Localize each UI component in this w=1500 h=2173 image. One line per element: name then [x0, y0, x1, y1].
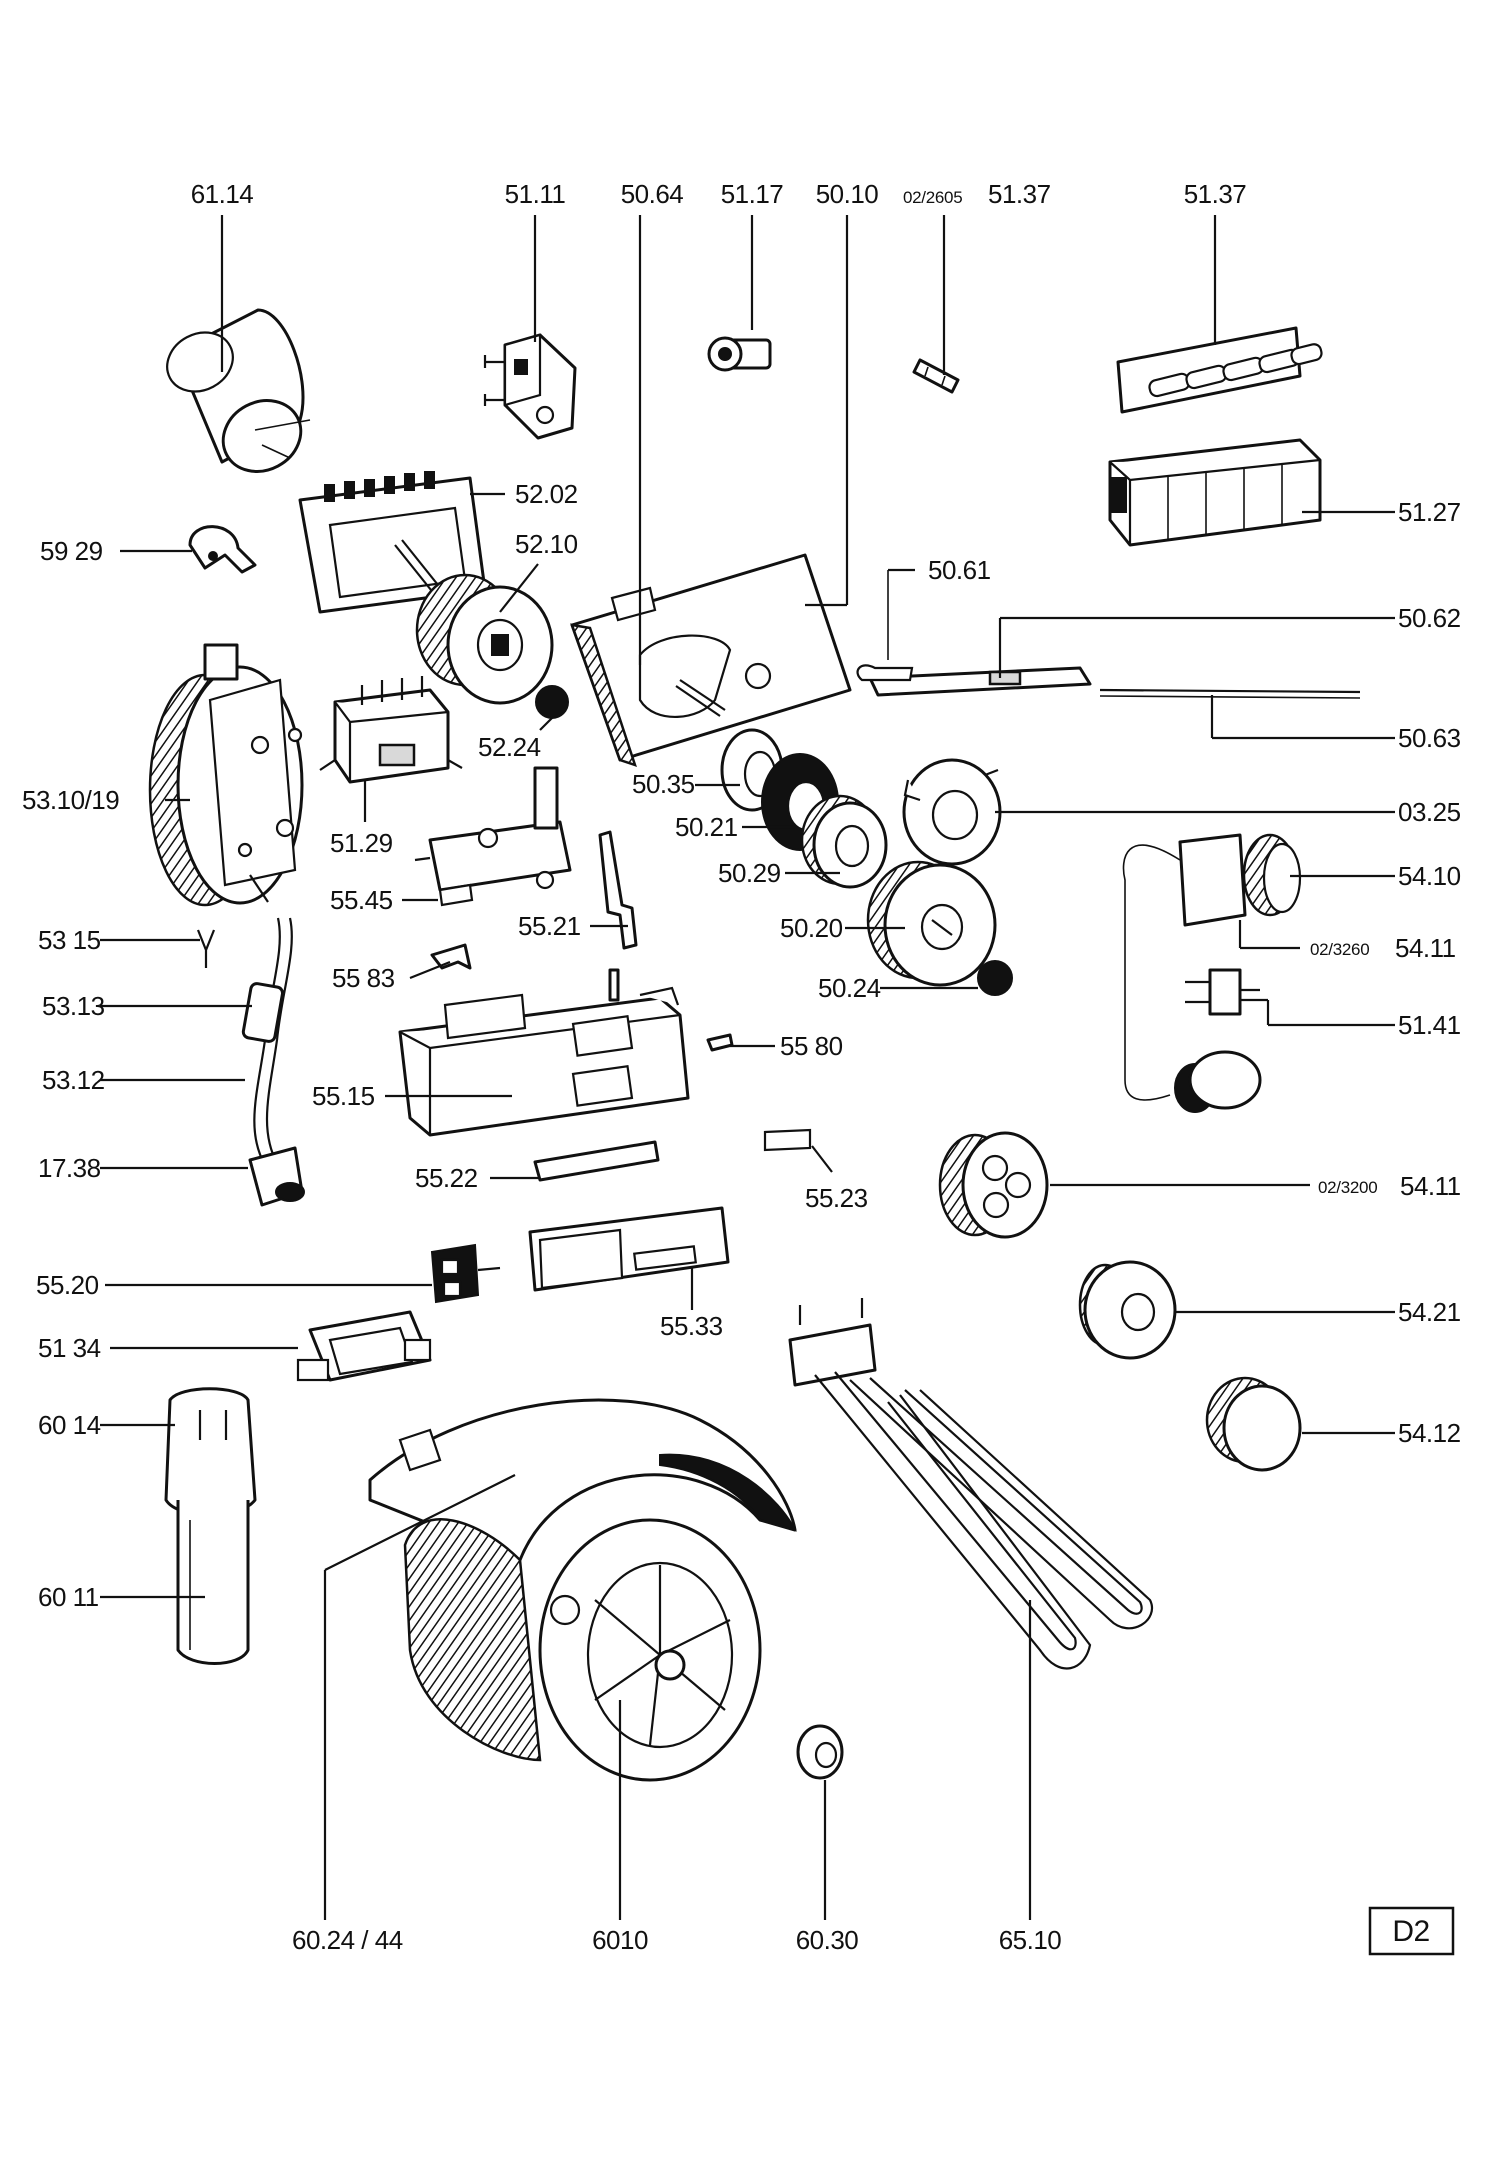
part-bracket-5521 — [598, 830, 638, 950]
label-5024: 50.24 — [818, 973, 881, 1003]
part-thermostat-probe — [1174, 1050, 1262, 1113]
label-5224: 52.24 — [478, 732, 541, 762]
label-5021: 50.21 — [675, 812, 738, 842]
label-5137-strip: 51.37 — [1184, 179, 1247, 209]
label-5315: 53 15 — [38, 925, 101, 955]
label-0325: 03.25 — [1398, 797, 1461, 827]
part-thermostat-5410 — [1122, 833, 1302, 1101]
page-code: D2 — [1392, 1915, 1429, 1948]
label-5063: 50.63 — [1398, 723, 1461, 753]
page-code-frame — [1368, 1906, 1455, 1956]
label-6011: 60 11 — [38, 1582, 99, 1612]
part-door-lock-housing-5515 — [398, 968, 690, 1137]
label-5202: 52.02 — [515, 479, 578, 509]
part-terminal-block-5127 — [1108, 438, 1322, 547]
part-fuse-5137 — [912, 358, 960, 394]
part-heater-6510 — [788, 1298, 1153, 1670]
label-602444: 60.24 / 44 — [292, 1925, 403, 1955]
part-lamp-5117 — [707, 336, 772, 372]
label-5520: 55.20 — [36, 1270, 99, 1300]
label-5929: 59 29 — [40, 536, 103, 566]
label-6010: 6010 — [592, 1925, 648, 1955]
part-labels: 61.14 51.11 50.64 51.17 50.10 02/2605 51… — [22, 179, 1461, 1955]
part-lever-rod-5061-5062-5063 — [856, 570, 1361, 699]
label-5035: 50.35 — [632, 769, 695, 799]
label-5411a: 54.11 — [1395, 933, 1456, 963]
part-fuse-strip-5137 — [1116, 326, 1323, 414]
label-prefix-5411b: 02/3200 — [1318, 1178, 1377, 1197]
label-5064: 50.64 — [621, 179, 684, 209]
label-5141: 51.41 — [1398, 1010, 1461, 1040]
label-5410: 54.10 — [1398, 861, 1461, 891]
label-5412: 54.12 — [1398, 1418, 1461, 1448]
label-5545: 55.45 — [330, 885, 393, 915]
part-hose-531353121738 — [241, 917, 305, 1207]
part-screw-5580 — [706, 1033, 734, 1052]
label-prefix-5137: 02/2605 — [903, 188, 962, 207]
label-5515: 55.15 — [312, 1081, 375, 1111]
part-bearing-0325 — [902, 758, 1002, 866]
label-5029: 50.29 — [718, 858, 781, 888]
label-5117: 51.17 — [721, 179, 784, 209]
label-5580: 55 80 — [780, 1031, 843, 1061]
part-indicator-5421 — [1078, 1260, 1177, 1360]
part-programmer-housing-5010 — [570, 553, 852, 767]
label-531019: 53.10/19 — [22, 785, 119, 815]
label-prefix-5411a: 02/3260 — [1310, 940, 1369, 959]
label-5411b: 54.11 — [1400, 1171, 1461, 1201]
label-5421: 54.21 — [1398, 1297, 1461, 1327]
part-ring-5029 — [800, 794, 888, 889]
part-selector-knob-5020 — [866, 860, 997, 987]
part-motor-capacitor-60146011 — [164, 1387, 257, 1665]
part-cap-5224 — [535, 685, 569, 719]
label-5521: 55.21 — [518, 911, 581, 941]
part-relay-5129 — [319, 676, 463, 784]
part-clip-5583 — [430, 943, 472, 970]
part-cap-5024 — [977, 960, 1013, 996]
part-slider-5533 — [528, 1206, 730, 1292]
label-1738: 17.38 — [38, 1153, 101, 1183]
label-5210: 52.10 — [515, 529, 578, 559]
label-5313: 53.13 — [42, 991, 105, 1021]
label-5137-fuse: 51.37 — [988, 179, 1051, 209]
part-knob-5411 — [938, 1131, 1049, 1239]
label-5312: 53.12 — [42, 1065, 105, 1095]
part-ring-5412 — [1205, 1376, 1302, 1472]
part-pressure-switch-531019 — [148, 643, 304, 907]
label-6014: 60 14 — [38, 1410, 101, 1440]
part-bar-5522 — [533, 1140, 660, 1182]
label-5010: 50.10 — [816, 179, 879, 209]
part-connector-5141 — [1185, 968, 1260, 1016]
label-6114: 61.14 — [191, 179, 254, 209]
label-5127: 51.27 — [1398, 497, 1461, 527]
part-y-piece-5315 — [196, 929, 216, 968]
label-5522: 55.22 — [415, 1163, 478, 1193]
part-spring-5523 — [763, 1128, 812, 1152]
label-5020: 50.20 — [780, 913, 843, 943]
part-capacitor-6114 — [166, 308, 311, 473]
part-switch-5520 — [430, 1243, 501, 1304]
label-5111: 51.11 — [505, 179, 566, 209]
label-6030: 60.30 — [796, 1925, 859, 1955]
label-5533: 55.33 — [660, 1311, 723, 1341]
part-switch-5134 — [296, 1310, 432, 1382]
label-5523: 55.23 — [805, 1183, 868, 1213]
label-5061: 50.61 — [928, 555, 991, 585]
label-5134: 51 34 — [38, 1333, 101, 1363]
label-5062: 50.62 — [1398, 603, 1461, 633]
label-5583: 55 83 — [332, 963, 395, 993]
label-6510: 65.10 — [999, 1925, 1062, 1955]
part-motor-6010 — [368, 1398, 797, 1782]
part-timer-knob-5210 — [415, 573, 554, 705]
part-bushing-6030 — [796, 1724, 844, 1780]
part-switch-5111 — [483, 333, 577, 440]
part-microswitch-5545 — [414, 766, 572, 907]
label-5129: 51.29 — [330, 828, 393, 858]
part-clip-5929 — [188, 525, 257, 574]
leader-lines — [100, 215, 1395, 1920]
